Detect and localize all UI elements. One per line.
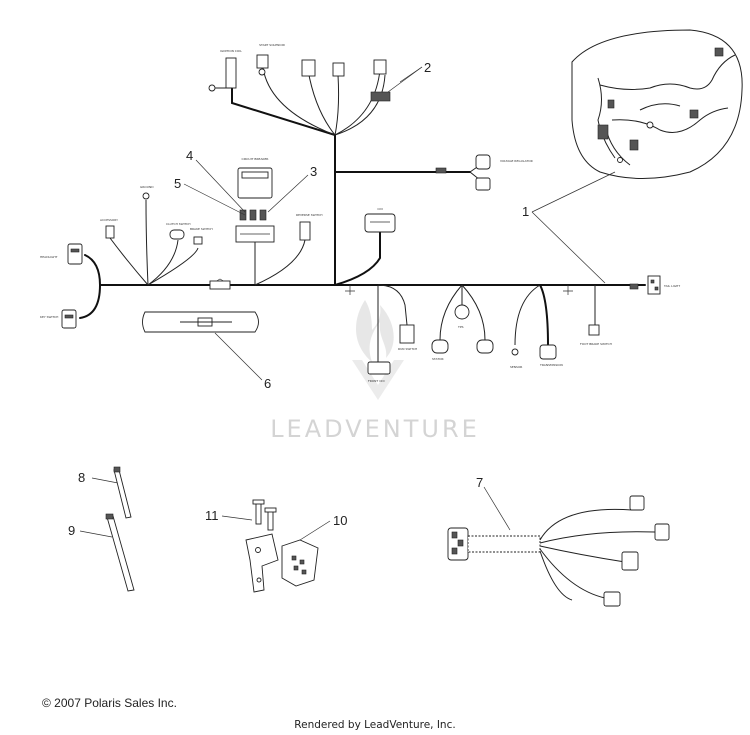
stator-label: STATOR xyxy=(432,357,444,361)
callout-9: 9 xyxy=(68,523,75,538)
ground-stud xyxy=(208,84,232,92)
cdi-branch xyxy=(334,231,381,286)
headlight-label: HEADLIGHT xyxy=(40,255,58,259)
callout-4: 4 xyxy=(186,148,193,163)
transmission-label: TRANSMISSION xyxy=(539,363,563,367)
reverse-switch-label: REVERSE SWITCH xyxy=(296,213,323,217)
brake-switch-label: BRAKE SWITCH xyxy=(190,227,213,231)
run-switch-label: RUN SWITCH xyxy=(398,347,417,351)
callout-7: 7 xyxy=(476,475,483,490)
ignition-branch xyxy=(231,87,336,136)
main-harness xyxy=(79,67,646,362)
sensor-label: SENSOR xyxy=(510,365,522,369)
main-components: CIRCUIT BREAKER IGNITION COIL START SOLE… xyxy=(40,43,680,383)
loom-detail xyxy=(142,311,259,333)
ignition-coil: IGNITION COIL xyxy=(220,49,242,89)
fuse-block xyxy=(235,209,275,243)
bracket-10 xyxy=(245,533,319,593)
callout-3: 3 xyxy=(310,164,317,179)
headlight-branch xyxy=(84,254,109,286)
cdi-unit: CDI xyxy=(364,207,396,233)
tps-label: TPS xyxy=(457,325,464,329)
ignition-coil-label: IGNITION COIL xyxy=(220,49,242,53)
key-switch-branch xyxy=(79,284,109,319)
inset-harness-sketch xyxy=(597,47,736,166)
callout-numbers: 2 3 4 5 1 6 7 8 9 10 11 xyxy=(68,60,529,538)
callout-10: 10 xyxy=(333,513,347,528)
bottom-connectors: RUN SWITCH FRONT CDI STATOR TPS SENSOR T… xyxy=(345,285,612,383)
callout-2: 2 xyxy=(424,60,431,75)
key-switch-label: KEY SWITCH xyxy=(40,315,58,319)
cable-tie-9 xyxy=(105,513,135,592)
tail-light-label: TAIL LIGHT xyxy=(663,284,680,288)
voltage-regulator-label: VOLTAGE REGULATOR xyxy=(500,159,533,163)
accessory-label: ACCESSORY xyxy=(100,218,118,222)
harness-inset xyxy=(571,29,743,179)
rivet-11 xyxy=(252,499,277,531)
small-parts xyxy=(105,466,319,593)
callout-1: 1 xyxy=(522,204,529,219)
callout-6: 6 xyxy=(264,376,271,391)
voltage-regulator: VOLTAGE REGULATOR xyxy=(435,154,533,191)
cdi-label: CDI xyxy=(377,207,382,211)
harness-7 xyxy=(447,495,670,607)
ground-label: GROUND xyxy=(140,185,154,189)
key-switch-connector: KEY SWITCH xyxy=(40,309,77,329)
start-solenoid: START SOLENOID xyxy=(256,43,286,76)
front-cdi-label: FRONT CDI xyxy=(368,379,385,383)
rendered-by-notice: Rendered by LeadVenture, Inc. xyxy=(294,719,456,731)
lead-lines xyxy=(79,66,616,541)
watermark: LEADVENTURE xyxy=(270,300,480,443)
left-switches: ACCESSORY GROUND CLUTCH SWITCH BRAKE SWI… xyxy=(100,185,323,245)
watermark-logo xyxy=(352,300,404,400)
foot-brake-switch-label: FOOT BRAKE SWITCH xyxy=(580,342,612,346)
circuit-breaker: CIRCUIT BREAKER xyxy=(237,157,273,199)
cable-tie-8 xyxy=(113,466,132,519)
tail-light-connector: TAIL LIGHT xyxy=(629,275,680,295)
headlight-connector: HEADLIGHT xyxy=(40,243,83,265)
switch-top xyxy=(301,59,391,102)
start-solenoid-label: START SOLENOID xyxy=(259,43,286,47)
copyright-notice: © 2007 Polaris Sales Inc. xyxy=(42,696,177,710)
callout-5: 5 xyxy=(174,176,181,191)
callout-11: 11 xyxy=(205,508,219,523)
watermark-text: LEADVENTURE xyxy=(270,415,480,443)
circuit-breaker-label: CIRCUIT BREAKER xyxy=(242,157,269,161)
clutch-switch-label: CLUTCH SWITCH xyxy=(166,222,191,226)
callout-8: 8 xyxy=(78,470,85,485)
